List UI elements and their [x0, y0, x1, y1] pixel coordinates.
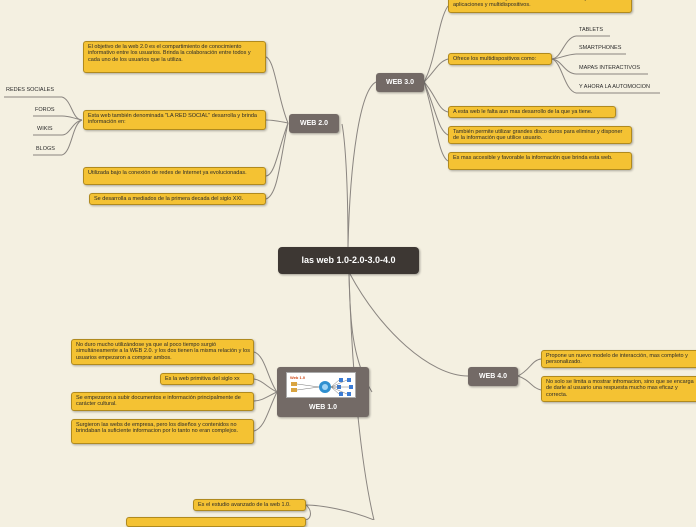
- web10-thumbnail-image: Web 1.0: [286, 372, 356, 398]
- web40-item-respuesta[interactable]: No solo se limita a mostrar infromacion,…: [541, 376, 696, 402]
- device-smartphones[interactable]: SMARTPHONES: [579, 45, 622, 51]
- web10-item-primitiva[interactable]: Es la web primitiva del siglo xx: [160, 373, 254, 385]
- web20-item-red-social[interactable]: Esta web también denominada "LA RED SOCI…: [83, 110, 266, 130]
- web30-item-multidispositivos[interactable]: Ofrece los multidispositivos como:: [448, 53, 552, 65]
- link-web30-item4: [423, 81, 449, 136]
- web20-item-siglo-xxi[interactable]: Se desarrolla a mediados de la primera d…: [89, 193, 266, 205]
- bottom-item-estudio[interactable]: Es el estudio avanzado de la web 1.0.: [193, 499, 306, 511]
- web10-item-documentos[interactable]: Se empezaron a subir documentos e inform…: [71, 392, 254, 411]
- link-web20-item4: [265, 122, 289, 200]
- central-topic[interactable]: las web 1.0-2.0-3.0-4.0: [278, 247, 419, 274]
- link-central-web20: [341, 123, 349, 248]
- link-web30-item1: [423, 5, 449, 83]
- link-web30-item2: [423, 58, 449, 83]
- link-central-web30: [347, 81, 377, 248]
- link-web20-item2: [265, 119, 289, 124]
- device-automocion[interactable]: Y AHORA LA AUTOMOCION: [579, 84, 651, 90]
- topic-web40[interactable]: WEB 4.0: [468, 367, 518, 386]
- link-web20-item3: [265, 122, 289, 177]
- device-tablets[interactable]: TABLETS: [579, 27, 604, 33]
- web10-title: WEB 1.0: [308, 404, 337, 411]
- device-mapas[interactable]: MAPAS INTERACTIVOS: [579, 65, 641, 71]
- link-central-web40: [349, 273, 469, 377]
- web30-item-accesible[interactable]: Es mas accesible y favorable la informac…: [448, 152, 632, 170]
- link-web30-item3: [423, 81, 449, 113]
- link-social-2: [61, 115, 83, 121]
- social-wikis[interactable]: WIKIS: [37, 126, 53, 132]
- topic-web10[interactable]: Web 1.0 WEB 1.0: [277, 367, 369, 417]
- social-blogs[interactable]: BLOGS: [36, 146, 55, 152]
- social-foros[interactable]: FOROS: [35, 107, 55, 113]
- topic-web30[interactable]: WEB 3.0: [376, 73, 424, 92]
- link-web20-item1: [265, 56, 289, 124]
- link-central-bottom: [348, 273, 375, 520]
- web30-item-desarrollo[interactable]: A esta web le falta aun mas desarrollo d…: [448, 106, 616, 118]
- link-web30-item5: [423, 81, 449, 162]
- web20-item-objetivo[interactable]: El objetivo de la web 2.0 es el comparti…: [83, 41, 266, 73]
- web20-item-conexion[interactable]: Utilizada bajo la conexión de redes de I…: [83, 167, 266, 185]
- social-redes-sociales[interactable]: REDES SOCIALES: [6, 87, 54, 93]
- web30-item-semantica[interactable]: Es la web semántica (abarca muchos más c…: [448, 0, 632, 13]
- link-social-4: [61, 119, 83, 156]
- topic-web20[interactable]: WEB 2.0: [289, 114, 339, 133]
- web30-item-discos[interactable]: También permite utilizar grandes disco d…: [448, 126, 632, 144]
- web10-thumbnail-label: Web 1.0: [290, 375, 306, 380]
- web10-item-duro[interactable]: No duro mucho utilizándose ya que al poc…: [71, 339, 254, 365]
- bottom-item-partial[interactable]: [126, 517, 306, 527]
- web40-item-modelo[interactable]: Propone un nuevo modelo de interacción, …: [541, 350, 696, 368]
- web10-item-empresas[interactable]: Surgieron las webs de empresa, pero los …: [71, 419, 254, 444]
